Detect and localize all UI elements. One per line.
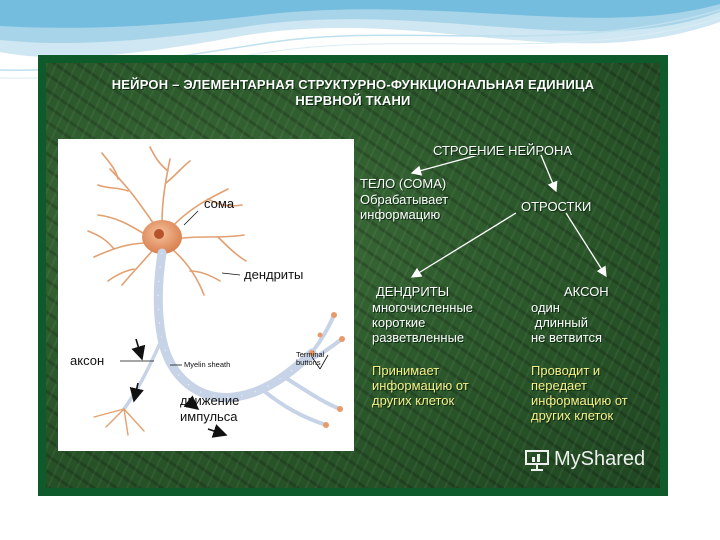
dendrite-branches bbox=[87, 146, 247, 296]
structure-heading: СТРОЕНИЕ НЕЙРОНА bbox=[433, 143, 573, 158]
watermark-text: MyShared bbox=[554, 448, 646, 470]
label-myelin-sheath: Myelin sheath bbox=[184, 360, 231, 369]
structure-arrows bbox=[410, 154, 607, 278]
dendrites-function: Принимает информацию от других клеток bbox=[372, 363, 469, 408]
slide-panel: НЕЙРОН – ЭЛЕМЕНТАРНАЯ СТРУКТУРНО-ФУНКЦИО… bbox=[46, 63, 660, 488]
neuron-illustration: сома дендриты аксон Myelin sheath Termin… bbox=[58, 139, 354, 451]
top-wave-decoration bbox=[0, 0, 720, 79]
dendrites-traits: многочисленные короткие разветвленные bbox=[372, 300, 474, 345]
processes-heading: ОТРОСТКИ bbox=[521, 199, 592, 214]
axon-traits: один длинный не ветвится bbox=[531, 300, 603, 345]
soma-nucleus bbox=[154, 229, 164, 239]
axon-myelin bbox=[153, 248, 317, 402]
dendrites-heading: ДЕНДРИТЫ bbox=[376, 284, 450, 299]
label-soma: сома bbox=[204, 196, 235, 211]
axon-heading: АКСОН bbox=[564, 284, 609, 299]
slide-frame: НЕЙРОН – ЭЛЕМЕНТАРНАЯ СТРУКТУРНО-ФУНКЦИО… bbox=[38, 55, 668, 496]
myshared-watermark: MyShared bbox=[524, 448, 645, 471]
label-dendrites: дендриты bbox=[244, 267, 304, 282]
label-impulse-direction: движение импульса bbox=[180, 393, 240, 424]
slide-title-line-2: НЕРВНОЙ ТКАНИ bbox=[295, 93, 411, 108]
body-heading: ТЕЛО (СОМА) bbox=[360, 176, 447, 191]
label-terminal-buttons: Terminal buttons bbox=[296, 350, 325, 367]
neuron-drawing bbox=[87, 146, 345, 438]
presentation-screen-icon bbox=[525, 449, 549, 471]
body-description: Обрабатывает информацию bbox=[360, 192, 449, 222]
slide-title-line-1: НЕЙРОН – ЭЛЕМЕНТАРНАЯ СТРУКТУРНО-ФУНКЦИО… bbox=[111, 77, 595, 92]
axon-function: Проводит и передает информацию от других… bbox=[531, 363, 628, 423]
label-axon: аксон bbox=[70, 353, 105, 368]
